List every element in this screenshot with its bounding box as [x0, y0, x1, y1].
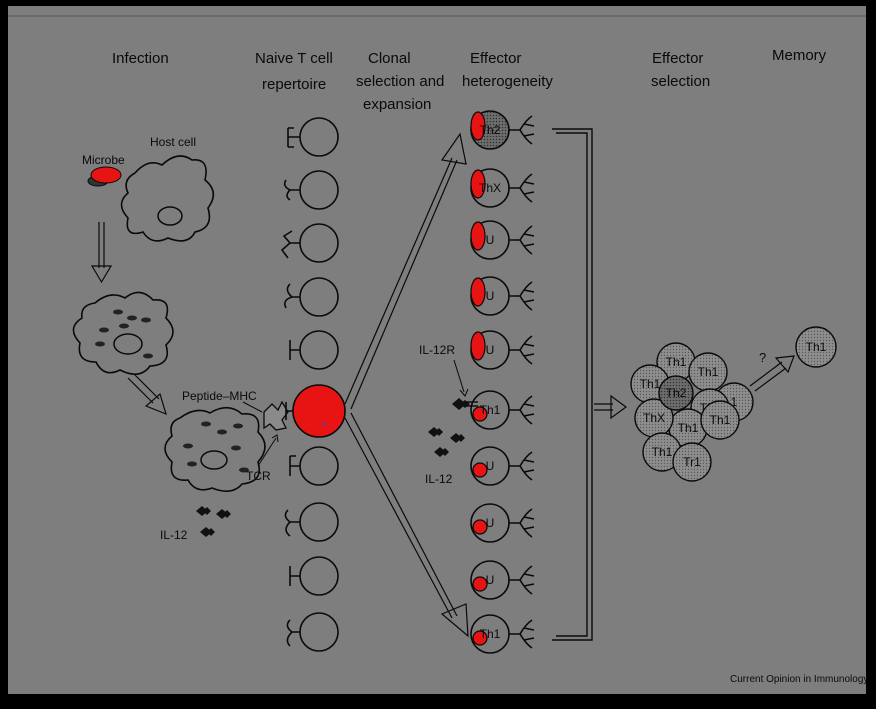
naive-t-cells: [280, 117, 346, 652]
effector-cell-label: U: [486, 289, 495, 303]
figure-background: [8, 6, 866, 694]
cluster-cell: Th1: [642, 432, 682, 472]
effector-cell-label: Th2: [480, 123, 501, 137]
effector-cell: Th2: [470, 110, 535, 150]
effector-selection-cluster: 1Th1Th1Th1Th1Th1ThXTh2Th1Th1Tr1: [630, 342, 754, 482]
antigen-marker: [472, 576, 488, 592]
microbe-particles: [95, 309, 153, 359]
cluster-cell-label: Tr1: [683, 455, 701, 469]
label-peptide-mhc: Peptide–MHC: [182, 389, 257, 403]
cluster-cell-label: ThX: [643, 411, 665, 425]
header-memory: Memory: [772, 47, 827, 64]
antigen-marker: [472, 462, 488, 478]
tcr-pointer-arrow: [257, 434, 279, 467]
infected-cell-nucleus: [113, 333, 143, 355]
peptide-mhc-complex: [263, 400, 289, 431]
il12-bound-receptor: [452, 398, 478, 410]
effector-cell-label: Th1: [480, 627, 501, 641]
effector-cell: U: [470, 560, 535, 600]
cluster-cell-label: Th1: [678, 421, 699, 435]
cluster-cell-label: Th1: [698, 365, 719, 379]
header-clonal-line2: selection and: [356, 73, 444, 90]
selected-naive-t-cell: [292, 384, 346, 438]
antigen-marker: [470, 169, 486, 199]
cluster-cell: Th1: [656, 342, 696, 382]
effector-cell: Th1: [470, 390, 535, 430]
down-arrow: [90, 222, 113, 284]
cluster-cell: Th2: [658, 375, 694, 411]
microbe: [87, 166, 122, 187]
header-effector-line2: heterogeneity: [462, 73, 553, 90]
cluster-cell: ThX: [634, 398, 674, 438]
apc-particles: [183, 421, 249, 473]
effector-cell-label: U: [486, 459, 495, 473]
header-effector-line1: Effector: [470, 50, 521, 67]
effector-cell: U: [470, 220, 535, 260]
label-question: ?: [759, 350, 766, 365]
effector-cell-label: ThX: [479, 181, 501, 195]
selection-bracket: [552, 128, 593, 641]
header-clonal-line3: expansion: [363, 96, 431, 113]
effector-cell-label: U: [486, 573, 495, 587]
header-selection-line2: selection: [651, 73, 710, 90]
infected-cell: [72, 291, 174, 375]
header-naive-line1: Naive T cell: [255, 50, 333, 67]
antigen-presenting-cell: [164, 406, 266, 492]
il12-molecules-left: [196, 506, 231, 537]
cluster-cell-label: Th1: [640, 377, 661, 391]
effector-cell: Th1: [470, 614, 535, 654]
antigen-marker: [472, 630, 488, 646]
cluster-cell: Tr1: [672, 442, 712, 482]
memory-cell-label: Th1: [806, 340, 827, 354]
antigen-marker: [470, 277, 486, 307]
effector-cell: U: [470, 446, 535, 486]
effector-cell-label: U: [486, 516, 495, 530]
cluster-cell: Th1: [688, 352, 728, 392]
cluster-cell: Th1: [700, 400, 740, 440]
apc-nucleus: [200, 450, 228, 470]
header-naive-line2: repertoire: [262, 76, 326, 93]
host-cell-nucleus: [157, 206, 183, 226]
header-selection-line1: Effector: [652, 50, 703, 67]
label-il12r: IL-12R: [419, 343, 455, 357]
label-tcr: TCR: [246, 469, 271, 483]
antigen-marker: [472, 519, 488, 535]
memory-arrow: [749, 355, 795, 392]
cluster-cell-label: Th1: [710, 413, 731, 427]
memory-cell: [795, 326, 837, 368]
effector-cell: U: [470, 330, 535, 370]
antigen-marker: [470, 331, 486, 361]
credit-text: Current Opinion in Immunology: [730, 674, 868, 685]
effector-cell-label: U: [486, 233, 495, 247]
header-infection: Infection: [112, 50, 169, 67]
antigen-marker: [472, 406, 488, 422]
antigen-marker: [470, 111, 486, 141]
selection-arrow: [594, 394, 628, 420]
cluster-cell-label: Th2: [666, 386, 687, 400]
effector-cell: ThX: [470, 168, 535, 208]
clonal-expansion-arrows: [344, 132, 469, 638]
effector-cell-label: U: [486, 343, 495, 357]
host-cell: [120, 155, 215, 242]
effector-cell: U: [470, 503, 535, 543]
effector-cell-label: Th1: [480, 403, 501, 417]
label-microbe: Microbe: [82, 153, 125, 167]
cluster-cell-label: 1: [731, 395, 738, 409]
effector-cell: U: [470, 276, 535, 316]
diagonal-arrow: [127, 373, 167, 416]
label-il12-left: IL-12: [160, 528, 188, 542]
antigen-marker: [470, 221, 486, 251]
il12r-pointer-arrow: [453, 359, 469, 397]
cluster-cell-label: Th1: [652, 445, 673, 459]
il12-molecules-mid: [428, 427, 465, 457]
header-clonal-line1: Clonal: [368, 50, 411, 67]
label-host-cell: Host cell: [150, 135, 196, 149]
label-il12-mid: IL-12: [425, 472, 453, 486]
cluster-cell-label: Th1: [666, 355, 687, 369]
